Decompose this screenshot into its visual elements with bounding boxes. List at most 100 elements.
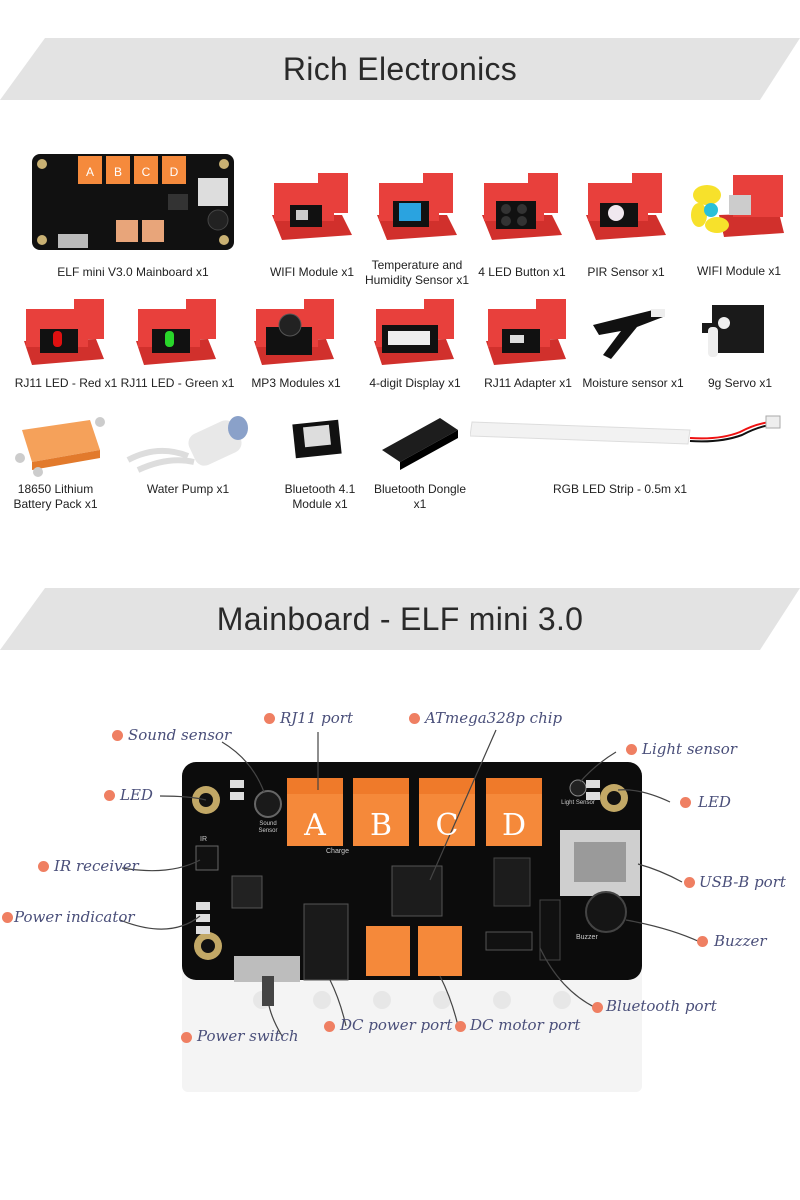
callout-dot <box>38 861 49 872</box>
component-label: RJ11 Adapter x1 <box>484 376 572 390</box>
banner-shape <box>0 38 800 100</box>
rj11-port-b-label: B <box>369 808 393 843</box>
callout-sound-sensor: Sound sensor <box>128 726 232 744</box>
servo-icon <box>702 305 764 357</box>
bluetooth-module-icon <box>292 419 342 459</box>
callout-dc-power-port: DC power port <box>340 1016 453 1034</box>
component-item: 18650 Lithium Battery Pack x1 <box>8 410 105 520</box>
component-item: WIFI Module x1 <box>684 165 794 290</box>
component-item: 9g Servo x1 <box>690 295 790 395</box>
component-label: Bluetooth Dongle x1 <box>373 482 467 511</box>
callout-dot <box>104 790 115 801</box>
battery-pack-icon <box>15 417 105 477</box>
callout-bluetooth-port: Bluetooth port <box>606 997 717 1015</box>
callout-dot <box>684 877 695 888</box>
silk-charge-label: Charge <box>326 848 349 855</box>
mp3-module-icon <box>254 299 334 365</box>
component-label: Moisture sensor x1 <box>582 376 684 390</box>
component-label: WIFI Module x1 <box>269 265 355 279</box>
callout-dot <box>181 1032 192 1043</box>
wifi-module-icon <box>272 173 352 240</box>
component-label: 4 LED Button x1 <box>478 265 566 279</box>
component-label: Water Pump x1 <box>146 482 230 496</box>
component-item: Moisture sensor x1 <box>578 295 688 395</box>
callout-power-switch: Power switch <box>197 1027 299 1045</box>
callout-dot <box>697 936 708 947</box>
svg-text:C: C <box>142 165 151 179</box>
component-label: Temperature and Humidity Sensor x1 <box>364 258 470 287</box>
component-item: RJ11 LED - Red x1 <box>12 295 120 395</box>
component-item: 4-digit Display x1 <box>360 295 470 395</box>
rgb-led-strip-icon <box>470 415 781 445</box>
fan-module-icon <box>691 175 784 237</box>
rj11-port-a-label: A <box>304 808 326 843</box>
callout-dot <box>680 797 691 808</box>
component-label: 9g Servo x1 <box>707 376 773 390</box>
rj11-port-c-label: C <box>435 808 459 843</box>
svg-text:A: A <box>86 165 94 179</box>
bluetooth-dongle-icon <box>382 418 458 470</box>
section-banner-mainboard: Mainboard - ELF mini 3.0 <box>0 588 800 650</box>
callout-usb-b-port: USB-B port <box>699 873 786 891</box>
svg-text:B: B <box>114 165 122 179</box>
callout-rj11-port: RJ11 port <box>280 709 353 727</box>
section-banner-electronics: Rich Electronics <box>0 38 800 100</box>
component-item: Water Pump x1 <box>118 410 258 520</box>
component-label: RGB LED Strip - 0.5m x1 <box>552 482 688 496</box>
callout-dc-motor-port: DC motor port <box>470 1016 581 1034</box>
callout-dot <box>324 1021 335 1032</box>
component-item: RGB LED Strip - 0.5m x1 <box>470 390 790 520</box>
component-label: 4-digit Display x1 <box>369 376 461 390</box>
section-title: Rich Electronics <box>282 51 518 87</box>
digit-display-icon <box>374 299 454 365</box>
mainboard-icon: A B C D <box>32 154 234 250</box>
callout-dot <box>409 713 420 724</box>
callout-buzzer: Buzzer <box>714 932 767 950</box>
pir-sensor-icon <box>586 173 666 240</box>
svg-text:D: D <box>170 165 179 179</box>
callout-power-indicator: Power indicator <box>14 908 135 926</box>
mainboard-diagram: A B C D Sound Sensor Light Sensor Buzzer… <box>0 680 800 1160</box>
callout-dot <box>264 713 275 724</box>
red-led-icon <box>24 299 104 365</box>
silk-buzzer-label: Buzzer <box>576 934 598 941</box>
component-label: WIFI Module x1 <box>696 264 782 278</box>
component-label: RJ11 LED - Red x1 <box>14 376 118 390</box>
moisture-sensor-icon <box>593 309 665 359</box>
temperature-humidity-sensor-icon <box>377 173 457 240</box>
callout-dot <box>455 1021 466 1032</box>
component-item: RJ11 LED - Green x1 <box>120 295 235 395</box>
mainboard-illustration <box>119 729 701 1092</box>
component-item: A B C D ELF mini V3.0 Mainboard x1 <box>28 148 238 288</box>
callout-ir-receiver: IR receiver <box>54 857 139 875</box>
callout-dot <box>2 912 13 923</box>
component-label: Bluetooth 4.1 Module x1 <box>284 482 356 511</box>
callout-led-left: LED <box>120 786 153 804</box>
water-pump-icon <box>126 416 248 473</box>
component-item: RJ11 Adapter x1 <box>478 295 578 395</box>
callout-dot <box>112 730 123 741</box>
callout-chip: ATmega328p chip <box>425 709 563 727</box>
component-item: MP3 Modules x1 <box>246 295 346 395</box>
component-label: PIR Sensor x1 <box>587 265 665 279</box>
section-title: Mainboard - ELF mini 3.0 <box>216 601 584 637</box>
component-item: PIR Sensor x1 <box>576 165 676 290</box>
led-button-icon <box>482 173 562 240</box>
callout-dot <box>592 1002 603 1013</box>
component-item: WIFI Module x1 <box>262 165 362 290</box>
component-label: MP3 Modules x1 <box>251 376 341 390</box>
component-item: Bluetooth 4.1 Module x1 <box>270 410 370 520</box>
silk-light-label: Light Sensor <box>561 800 595 806</box>
component-item: Temperature and Humidity Sensor x1 <box>362 165 472 290</box>
component-label: ELF mini V3.0 Mainboard x1 <box>57 265 209 279</box>
callout-dot <box>626 744 637 755</box>
rj11-adapter-icon <box>486 299 566 365</box>
callout-led-right: LED <box>698 793 731 811</box>
silk-sound-label: Sound Sensor <box>258 821 278 834</box>
callout-light-sensor: Light sensor <box>642 740 737 758</box>
banner-shape <box>0 588 800 650</box>
component-label: 18650 Lithium Battery Pack x1 <box>13 482 98 511</box>
green-led-icon <box>136 299 216 365</box>
silk-ir-label: IR <box>200 836 207 843</box>
rj11-port-d-label: D <box>501 808 527 843</box>
